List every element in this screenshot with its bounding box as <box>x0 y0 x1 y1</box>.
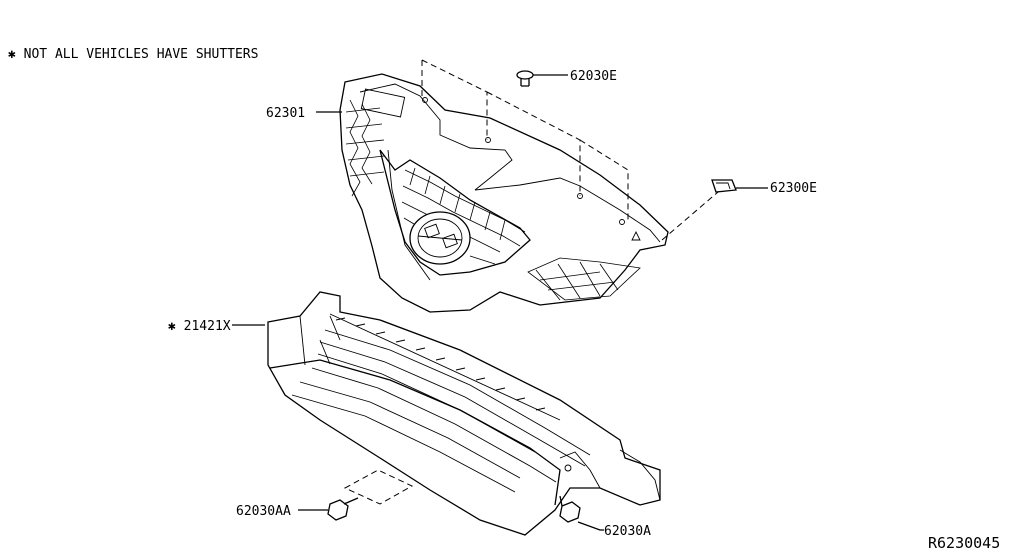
clip-62300e <box>711 179 737 193</box>
grille-assembly <box>339 59 719 313</box>
shutter-assembly <box>267 291 661 536</box>
callout-62030AA: 62030AA <box>236 504 291 519</box>
grille-top-slot <box>360 88 406 118</box>
callout-62300E: 62300E <box>770 181 817 196</box>
callout-62030A: 62030A <box>604 524 651 539</box>
diagram-code: R6230045 <box>928 534 1000 552</box>
shutter-louvers <box>291 329 591 493</box>
clip-62030e <box>516 70 534 87</box>
grille-left-mesh <box>345 99 385 197</box>
grille-right-mesh <box>527 257 641 301</box>
callout-62301: 62301 <box>266 106 305 121</box>
shutter-top-rail <box>329 313 561 421</box>
shutter-note: ✱ NOT ALL VEHICLES HAVE SHUTTERS <box>8 47 258 62</box>
bolt-62030aa <box>327 497 359 521</box>
callout-62030E: 62030E <box>570 69 617 84</box>
bolt-62030a <box>559 495 581 523</box>
callout-21421X: ✱ 21421X <box>168 319 231 334</box>
grille-emblem <box>409 211 471 265</box>
